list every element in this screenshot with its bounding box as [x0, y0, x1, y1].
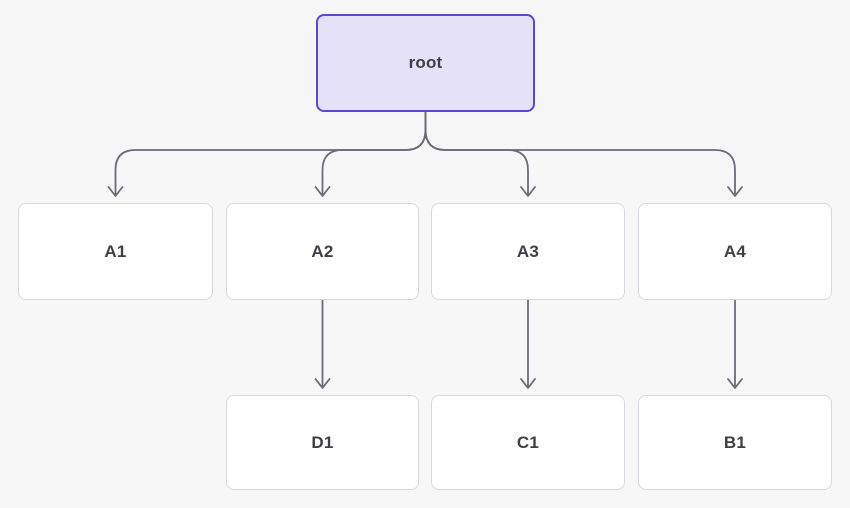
arrowhead-icon: [314, 186, 331, 197]
edge-a2-d1: [314, 299, 331, 389]
node-a2-label: A2: [311, 241, 334, 261]
edge-root-a1: [107, 111, 427, 197]
node-b1[interactable]: B1: [638, 395, 832, 490]
arrowhead-icon: [314, 378, 331, 389]
edge-a3-c1: [520, 299, 536, 389]
edge-root-a2: [314, 111, 427, 197]
edge-a4-b1: [727, 299, 743, 389]
node-d1-label: D1: [311, 432, 334, 452]
node-root[interactable]: root: [316, 14, 535, 112]
node-a4-label: A4: [723, 241, 747, 261]
arrowhead-icon: [727, 378, 743, 389]
arrowhead-icon: [520, 378, 536, 389]
arrowhead-icon: [520, 186, 536, 197]
node-a1-label: A1: [104, 241, 127, 261]
node-a1[interactable]: A1: [18, 203, 213, 300]
node-d1[interactable]: D1: [226, 395, 419, 490]
node-c1-label: C1: [516, 432, 540, 452]
node-a3[interactable]: A3: [431, 203, 625, 300]
node-a4[interactable]: A4: [638, 203, 832, 300]
node-b1-label: B1: [723, 432, 747, 452]
arrowhead-icon: [107, 186, 124, 197]
node-a3-label: A3: [516, 241, 540, 261]
node-c1[interactable]: C1: [431, 395, 625, 490]
edge-root-a4: [424, 111, 743, 197]
edge-root-a3: [424, 111, 536, 197]
node-root-label: root: [408, 53, 443, 72]
node-a2[interactable]: A2: [226, 203, 419, 300]
arrowhead-icon: [727, 186, 743, 197]
